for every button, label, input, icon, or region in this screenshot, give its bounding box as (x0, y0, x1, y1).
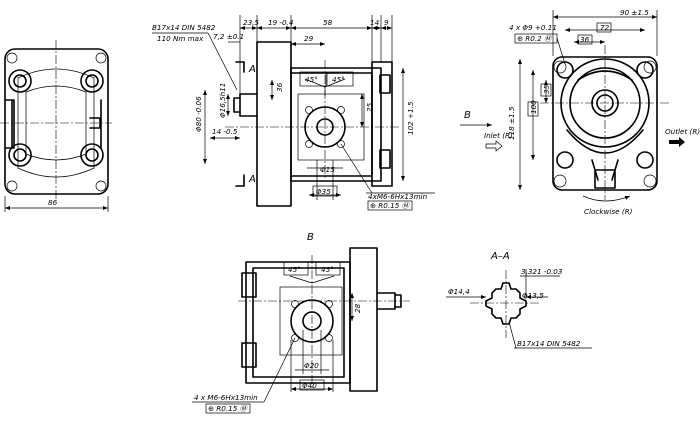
dim-3-321: 3,321 -0.03 (521, 267, 563, 276)
left-end-view: 86 (0, 40, 112, 212)
thread-note-top: 4xM6-6Hx13min (368, 192, 428, 201)
dim-19: 19 -0.4 (268, 18, 294, 27)
view-b-label: B (464, 110, 471, 121)
front-view: 90 ±1.5 72 36 4 x Φ9 +0.11 ⊕ R0.2 Ⓜ 118 … (460, 8, 700, 216)
angle-45-b-right: 45° (321, 265, 334, 274)
dim-29: 29 (304, 34, 314, 43)
dim-phi-14-4: Φ14,4 (448, 287, 470, 296)
tol-note-top: ⊕ R0.15 Ⓜ (370, 201, 411, 210)
dim-36-front: 36 (580, 35, 590, 44)
dim-phi-40: Φ40 (302, 381, 317, 390)
angle-45-left: 45° (305, 75, 318, 84)
dim-28: 28 (353, 303, 362, 313)
hole-note: 4 x Φ9 +0.11 (509, 23, 557, 32)
dim-72: 72 (600, 23, 610, 32)
dim-14: 14 (370, 18, 380, 27)
dim-25: 25 (365, 102, 374, 112)
spline-note-section: B17x14 DIN 5482 (517, 339, 581, 348)
tol-note-front: ⊕ R0.2 Ⓜ (517, 34, 553, 43)
dim-80: Φ80 -0.06 (194, 96, 203, 132)
dim-9: 9 (384, 18, 389, 27)
dim-36: 36 (275, 82, 284, 92)
dim-90: 90 ±1.5 (620, 8, 649, 17)
dim-7-2: 7,2 ±0.1 (213, 32, 244, 41)
angle-45-b-left: 45° (288, 265, 301, 274)
angle-45-right: 45° (332, 75, 345, 84)
side-view: 45° 45° A A 23,5 19 -0.4 58 14 9 29 B17x… (152, 15, 435, 211)
clockwise-label: Clockwise (R) (584, 207, 633, 216)
dim-86: 86 (48, 198, 58, 207)
dim-phi-15: Φ15 (320, 165, 335, 174)
section-a-top: A (248, 64, 256, 75)
dim-23-5: 23,5 (243, 18, 259, 27)
outlet-label: Outlet (R) (665, 127, 700, 136)
inlet-label: Inlet (R) (484, 131, 513, 140)
dim-100: 100 (529, 100, 538, 114)
dim-16-5: Φ16,5h11 (218, 83, 227, 118)
dim-phi-35: Φ35 (316, 187, 331, 196)
dim-118: 118 ±1.5 (507, 106, 516, 140)
section-a-a: A–A 3,321 -0.03 Φ14,4 Φ13,5 B17x14 DIN 5… (446, 251, 592, 349)
thread-note-b: 4 x M6-6Hx13min (194, 393, 258, 402)
dim-phi-13-5: Φ13,5 (522, 291, 544, 300)
torque-note: 110 Nm max (157, 34, 204, 43)
dim-58: 58 (323, 18, 333, 27)
dim-102: 102 +1.5 (406, 101, 415, 135)
section-a-a-title: A–A (490, 251, 510, 262)
spline-note: B17x14 DIN 5482 (152, 23, 216, 32)
tol-note-b: ⊕ R0.15 Ⓜ (208, 404, 249, 413)
dim-35-front: 35 (542, 84, 551, 94)
view-b: B 45° 45° 28 Φ20 Φ40 4 x M6-6Hx13min (192, 232, 410, 414)
dim-phi-20: Φ20 (304, 361, 319, 370)
view-b-title: B (307, 232, 314, 243)
dim-14-shaft: 14 -0.5 (212, 127, 238, 136)
section-a-bottom: A (248, 174, 256, 185)
